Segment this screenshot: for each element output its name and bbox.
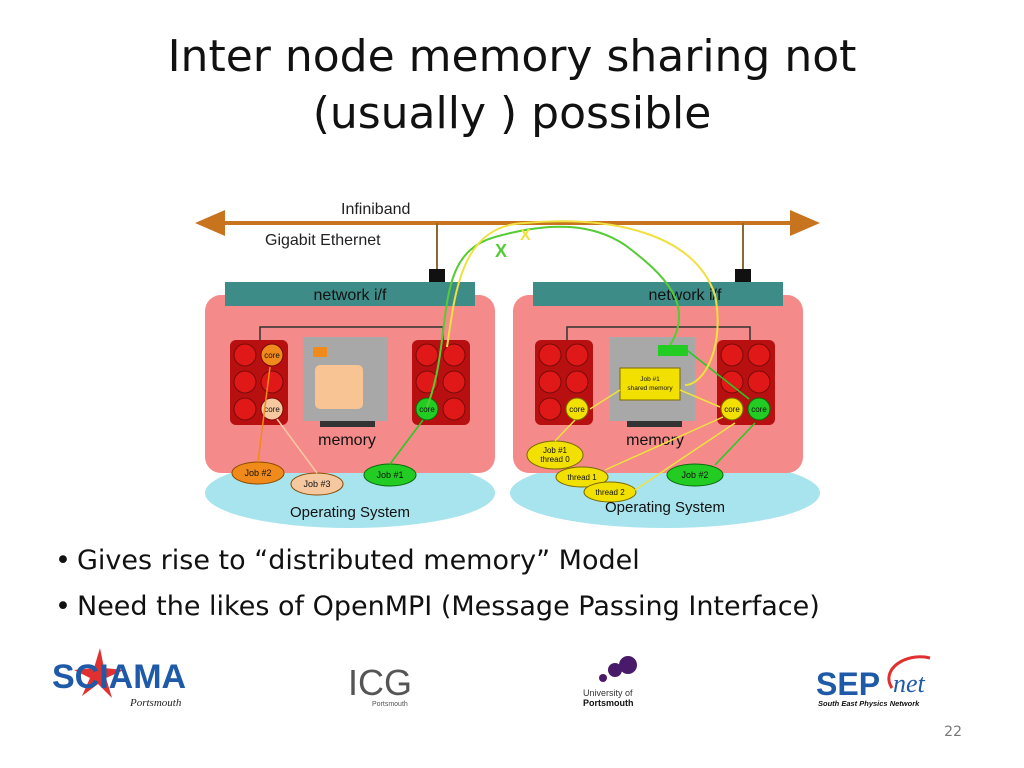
sepnet-swoosh-icon bbox=[887, 655, 931, 689]
core-label: core bbox=[264, 405, 280, 414]
core-label: core bbox=[751, 405, 767, 414]
shared-memory-link bbox=[679, 389, 721, 408]
green-internode-link bbox=[426, 225, 681, 408]
right-netif-label: network i/f bbox=[649, 287, 722, 304]
right-job-2-label: Job #2 bbox=[681, 470, 708, 480]
bullet-dot: • bbox=[55, 591, 71, 622]
slide-title-line-2: (usually ) possible bbox=[312, 88, 712, 139]
uop-dot-large bbox=[619, 656, 637, 674]
right-memory-base bbox=[627, 421, 682, 427]
thread-2-label: thread 2 bbox=[595, 488, 625, 497]
thread-memory-link bbox=[589, 389, 621, 410]
arrow-right-icon bbox=[790, 210, 820, 236]
core-label: core bbox=[419, 405, 435, 414]
thread2-link bbox=[634, 422, 736, 491]
left-job-2-label: Job #2 bbox=[244, 468, 271, 478]
network-lines: Infiniband Gigabit Ethernet bbox=[195, 201, 820, 285]
left-netif-label: network i/f bbox=[314, 287, 387, 304]
left-memory-label: memory bbox=[318, 432, 376, 449]
yellow-x-mark: X bbox=[520, 227, 531, 244]
sciama-subtext: Portsmouth bbox=[129, 697, 182, 709]
right-core-yellow-b bbox=[720, 397, 744, 421]
right-core-yellow-a bbox=[565, 397, 589, 421]
left-job2-link bbox=[257, 366, 271, 463]
icg-subtext: Portsmouth bbox=[372, 701, 408, 708]
uop-dot-medium bbox=[608, 663, 622, 677]
left-job-3-label: Job #3 bbox=[303, 479, 330, 489]
thread-2 bbox=[583, 481, 637, 503]
left-netif-bar bbox=[225, 282, 475, 306]
bullet-dot: • bbox=[55, 545, 71, 576]
sepnet-text-left: SEP bbox=[816, 666, 880, 702]
uop-logo: University of Portsmouth bbox=[583, 656, 637, 708]
page-number: 22 bbox=[944, 724, 962, 740]
slide-title: Inter node memory sharing not (usually )… bbox=[0, 28, 1024, 142]
thread-0-label-1: Job #1 bbox=[543, 446, 568, 455]
bullet-list: •Gives rise to “distributed memory” Mode… bbox=[55, 538, 995, 630]
left-job3-link bbox=[276, 418, 318, 474]
uop-dot-small bbox=[599, 674, 607, 682]
yellow-internode-link bbox=[446, 220, 719, 386]
sepnet-logo: SEP net South East Physics Network bbox=[816, 655, 931, 708]
uop-line-2: Portsmouth bbox=[583, 698, 634, 708]
right-node: network i/f core Job #1 shared memory me… bbox=[510, 282, 820, 528]
thread-0-label-2: thread 0 bbox=[540, 455, 570, 464]
left-memory-block bbox=[315, 365, 363, 409]
thread1-link bbox=[604, 416, 724, 471]
sciama-text: SCIAMA bbox=[52, 658, 186, 696]
right-memory-label: memory bbox=[626, 432, 684, 449]
left-os-label: Operating System bbox=[290, 504, 410, 521]
right-netif-bar bbox=[533, 282, 783, 306]
left-job1-link bbox=[389, 419, 424, 465]
uop-line-1: University of bbox=[583, 688, 633, 698]
left-memory-flag bbox=[313, 347, 327, 357]
left-core-orange bbox=[260, 343, 284, 367]
core-label: core bbox=[264, 351, 280, 360]
thread-1-label: thread 1 bbox=[567, 473, 597, 482]
logo-bar: SCIAMA Portsmouth ICG Portsmouth Univers… bbox=[52, 648, 931, 709]
shared-memory-label-2: shared memory bbox=[627, 385, 673, 392]
right-job2-link bbox=[714, 422, 756, 466]
left-core-green bbox=[415, 397, 439, 421]
core-label: core bbox=[724, 405, 740, 414]
right-shared-memory-block bbox=[619, 367, 681, 401]
left-job-1-label: Job #1 bbox=[376, 470, 403, 480]
star-icon bbox=[74, 648, 124, 698]
right-memory-flag bbox=[658, 345, 688, 356]
right-os-label: Operating System bbox=[605, 499, 725, 516]
right-green-link bbox=[687, 350, 750, 400]
right-core-green bbox=[747, 397, 771, 421]
sepnet-text-right: net bbox=[893, 669, 926, 698]
left-port bbox=[429, 269, 445, 285]
left-core-peach bbox=[260, 397, 284, 421]
right-port bbox=[735, 269, 751, 285]
arrow-left-icon bbox=[195, 210, 225, 236]
node-memory-diagram: Infiniband Gigabit Ethernet network i/f … bbox=[195, 201, 820, 528]
left-node: network i/f core core memory core Job #2 bbox=[205, 282, 495, 528]
icg-text: ICG bbox=[348, 662, 412, 703]
thread-1 bbox=[555, 466, 609, 488]
sepnet-subtext: South East Physics Network bbox=[818, 699, 920, 708]
right-bus-line bbox=[566, 326, 751, 343]
bullet-text: Need the likes of OpenMPI (Message Passi… bbox=[77, 591, 820, 622]
right-job-2 bbox=[666, 463, 724, 487]
thread0-link bbox=[554, 419, 576, 442]
infiniband-label: Infiniband bbox=[341, 201, 410, 218]
core-label: core bbox=[569, 405, 585, 414]
bullet-item: •Need the likes of OpenMPI (Message Pass… bbox=[55, 584, 995, 630]
bullet-item: •Gives rise to “distributed memory” Mode… bbox=[55, 538, 995, 584]
green-x-mark: X bbox=[495, 241, 507, 261]
ethernet-label: Gigabit Ethernet bbox=[265, 232, 381, 249]
left-memory-base bbox=[320, 421, 375, 427]
bullet-text: Gives rise to “distributed memory” Model bbox=[77, 545, 640, 576]
slide-title-line-1: Inter node memory sharing not bbox=[167, 31, 857, 82]
sciama-logo: SCIAMA Portsmouth bbox=[52, 648, 186, 709]
shared-memory-label-1: Job #1 bbox=[640, 376, 660, 383]
icg-logo: ICG Portsmouth bbox=[348, 662, 412, 708]
